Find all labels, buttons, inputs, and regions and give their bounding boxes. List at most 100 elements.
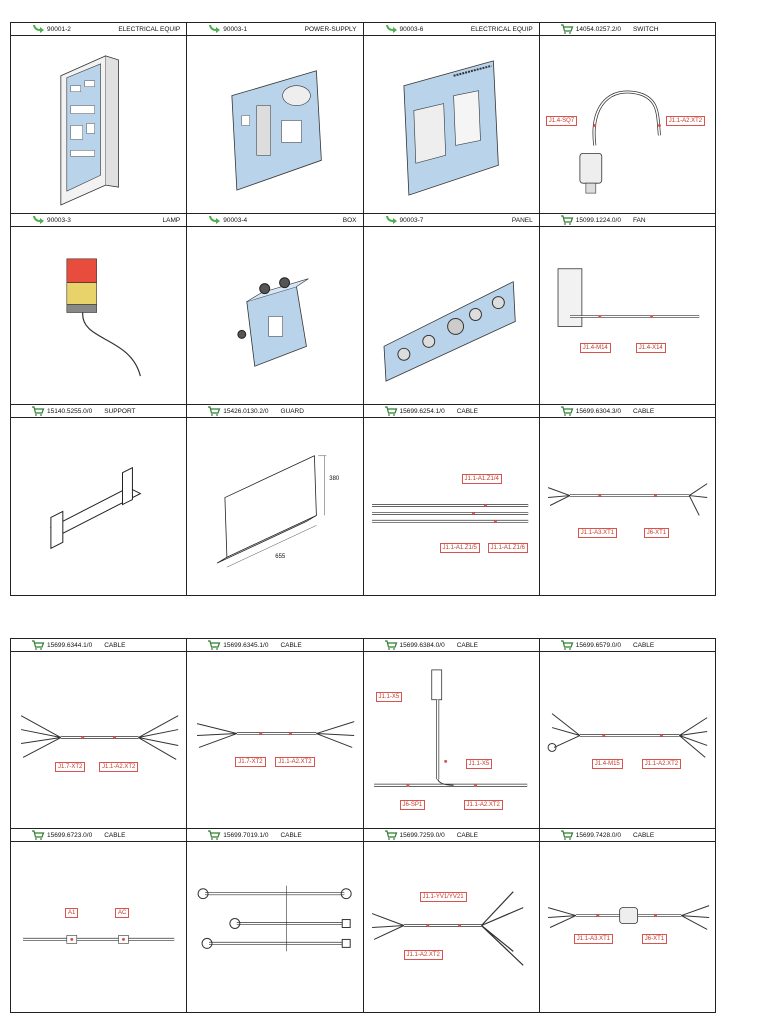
part-code: 15699.6579.0/0 [575,641,621,649]
part-code: 90003-6 [399,25,424,33]
part-name: LAMP [162,216,181,224]
cart-icon [384,830,398,840]
part-name: PANEL [511,216,533,224]
part-header: 90003-3 LAMP [11,214,187,227]
part-name: ELECTRICAL EQUIP [470,25,533,33]
wire-label: J1.7-XT2 [55,762,86,772]
arrow-icon [31,215,45,225]
part-cell-cable[interactable]: 15699.6384.0/0 CABLE J1.1-X5 J1.1-X5 J6-S… [363,639,540,829]
wire-label: J1.4-SQ7 [545,116,578,126]
wire-label: J1.1-A2.XT2 [665,116,706,126]
part-cell-switch[interactable]: 14054.0257.2/0 SWITCH J1.4-SQ7 J1.1-A2.XT… [539,23,716,214]
part-illustration [11,36,186,213]
part-illustration [11,227,186,404]
wire-label: J1.1-A2.XT2 [99,762,139,772]
wire-label: A1 [65,908,79,918]
part-cell-panel[interactable]: 90003-7 PANEL [363,214,540,405]
cart-icon [560,215,574,225]
parts-row: 90003-3 LAMP 90003-4 BOX 90003-7 PANEL 1509… [11,214,716,405]
part-code: 90003-7 [399,216,424,224]
cart-icon [560,640,574,650]
wire-label: J6-XT1 [643,528,670,538]
cart-icon [31,640,45,650]
part-name: CABLE [280,831,302,839]
part-name: CABLE [456,407,479,415]
part-cell-box[interactable]: 90003-4 BOX [187,214,364,405]
part-illustration: J1.4-M15 J1.1-A2.XT2 [540,652,715,828]
part-illustration: 380 655 [187,418,362,595]
part-name: CABLE [104,831,126,839]
part-illustration: J1.1-YV1/YV21 J1.1-A2.XT2 [364,842,539,1012]
cart-icon [384,406,398,416]
part-name: CABLE [632,407,655,415]
wire-label: J1.4-M14 [579,343,611,353]
cart-icon [31,830,45,840]
wire-label: J1.1-A1.Z1/5 [439,543,480,553]
wire-label: J1.1-A2.XT2 [463,800,503,810]
dimension-width: 655 [275,554,286,560]
wire-label: J1.1-A3.XT1 [573,934,614,944]
part-illustration: J1.1-X5 J1.1-X5 J6-SP1 J1.1-A2.XT2 [364,652,539,828]
part-illustration [364,36,539,213]
part-code: 15426.0130.2/0 [223,407,269,415]
part-name: FAN [632,216,646,224]
part-illustration: J1.7-XT2 J1.1-A2.XT2 [11,652,186,828]
part-header: 14054.0257.2/0 SWITCH [539,23,715,36]
part-code: 15699.6345.1/0 [223,641,269,649]
part-cell-fan[interactable]: 15099.1224.0/0 FAN J1.4-M14 J1.4-X14 [539,214,716,405]
part-name: SWITCH [632,25,659,33]
part-name: CABLE [456,641,479,649]
wire-label: J1.4-X14 [635,343,666,353]
part-name: CABLE [632,831,655,839]
arrow-icon [384,215,398,225]
arrow-icon [31,24,45,34]
cart-icon [560,24,574,34]
wire-label: AC [115,908,130,918]
part-code: 14054.0257.2/0 [575,25,621,33]
part-cell-lamp[interactable]: 90003-3 LAMP [11,214,188,405]
part-code: 15699.6384.0/0 [399,641,445,649]
cart-icon [207,640,221,650]
part-code: 90003-4 [223,216,248,224]
part-illustration [187,227,362,404]
part-code: 90003-3 [47,216,71,224]
dimension-height: 380 [329,476,340,482]
part-name: ELECTRICAL EQUIP [118,25,181,33]
part-name: BOX [342,216,357,224]
wire-label: J1.1-YV1/YV21 [419,892,467,902]
part-header: 90003-7 PANEL [363,214,539,227]
part-cell-electrical-equip-2[interactable]: 90003-6 ELECTRICAL EQUIP [363,23,540,214]
part-code: 15099.1224.0/0 [575,216,621,224]
part-code: 15699.6344.1/0 [47,641,93,649]
wire-label: J6-SP1 [399,800,426,810]
wire-label: J1.1-A2.XT2 [403,950,443,960]
part-illustration: J1.1-A3.XT1 J6-XT1 [540,842,715,1012]
wire-label: J1.7-XT2 [235,757,266,767]
part-code: 15140.5255.0/0 [47,407,93,415]
part-code: 15699.6254.1/0 [399,407,445,415]
part-illustration: J1.4-SQ7 J1.1-A2.XT2 [540,36,715,213]
part-illustration [364,227,539,404]
cart-icon [560,830,574,840]
